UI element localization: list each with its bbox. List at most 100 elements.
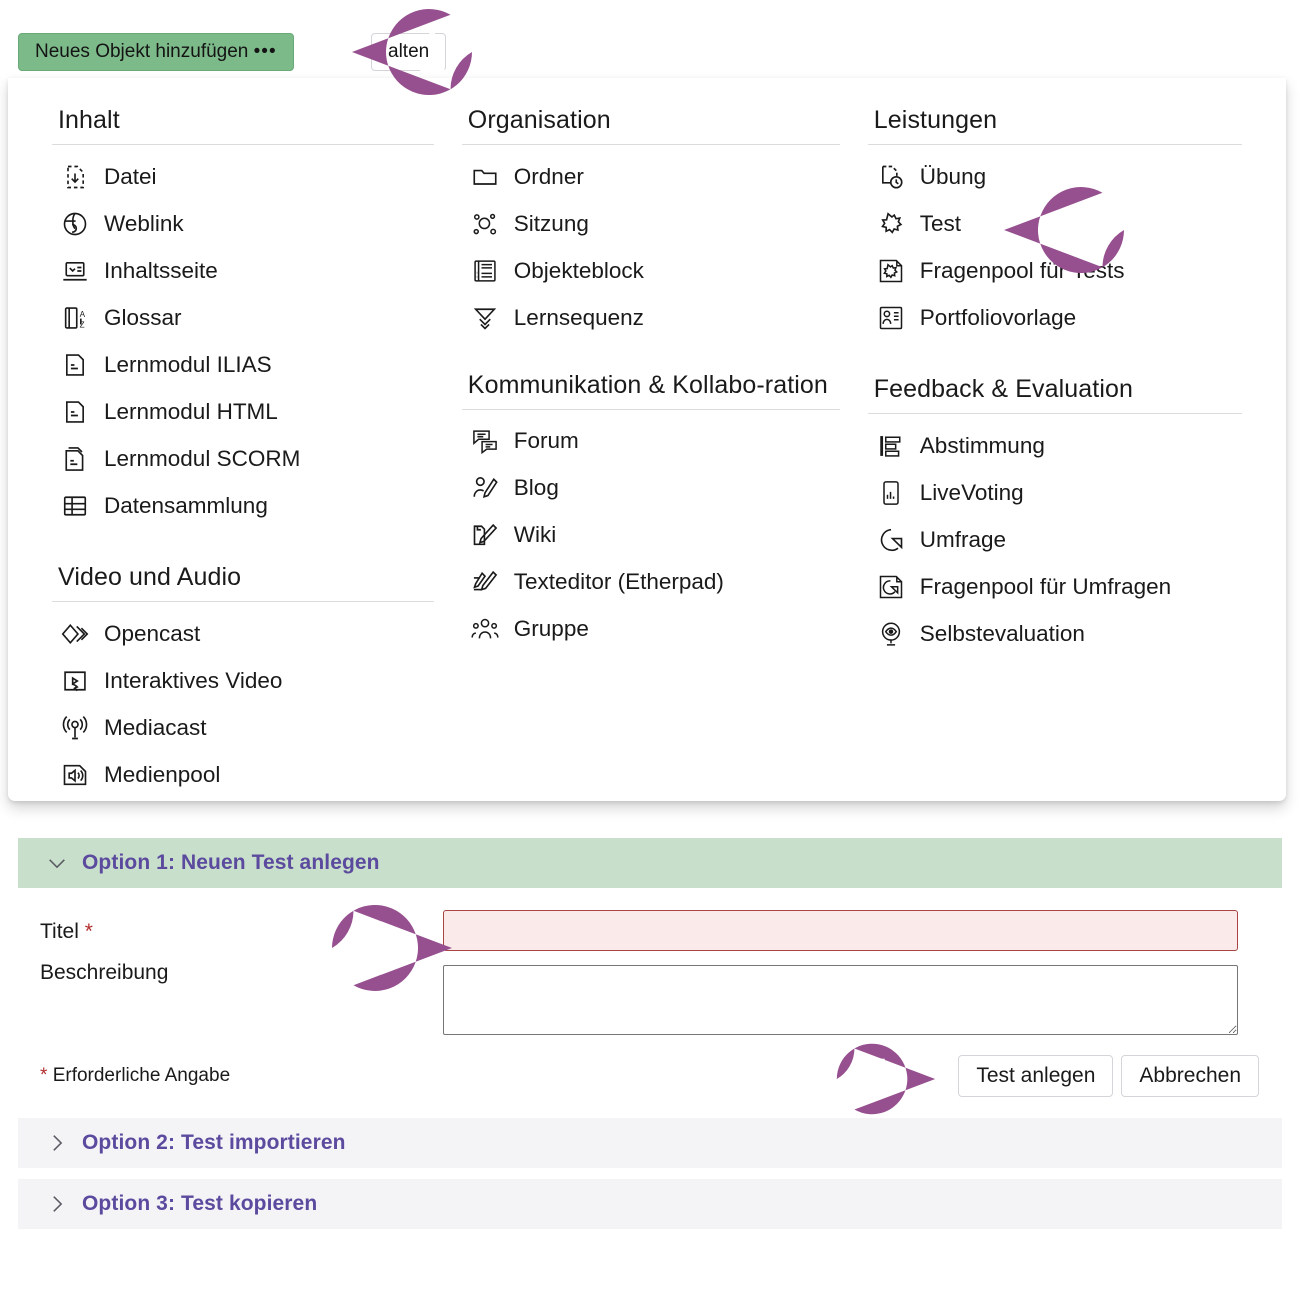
callout-2-number: 2 bbox=[1066, 198, 1098, 261]
menu-item-selbstevaluation[interactable]: Selbstevaluation bbox=[868, 610, 1242, 657]
section-title-video-und-audio: Video und Audio bbox=[58, 563, 242, 591]
menu-item-objekteblock[interactable]: Objekteblock bbox=[462, 247, 840, 294]
menu-item-label: LiveVoting bbox=[919, 479, 1024, 505]
title-row: Titel * bbox=[18, 910, 1282, 951]
section-divider bbox=[867, 144, 1242, 145]
menu-item-blog[interactable]: Blog bbox=[462, 465, 840, 512]
option3-header[interactable]: Option 3: Test kopieren bbox=[18, 1179, 1282, 1229]
learning-module-icon bbox=[60, 350, 90, 380]
chevron-right-icon bbox=[46, 1193, 68, 1215]
section-divider bbox=[52, 601, 434, 602]
menu-item-lernmodul-html[interactable]: Lernmodul HTML bbox=[52, 388, 434, 435]
object-block-icon bbox=[470, 256, 500, 286]
menu-item-label: Blog bbox=[513, 475, 559, 500]
required-asterisk: * bbox=[84, 920, 93, 943]
title-input[interactable] bbox=[443, 910, 1238, 951]
interactive-video-icon bbox=[60, 666, 90, 696]
menu-item-fragenpool-fuer-tests[interactable]: Fragenpool für Tests bbox=[868, 247, 1242, 294]
chevron-down-icon bbox=[46, 852, 68, 874]
title-label: Titel * bbox=[18, 910, 443, 944]
section-title-leistungen: Leistungen bbox=[873, 106, 998, 134]
file-download-icon bbox=[60, 162, 90, 192]
section-spacer bbox=[868, 341, 1242, 375]
callout-1: 1 bbox=[348, 2, 476, 102]
required-hint-asterisk: * bbox=[40, 1065, 48, 1086]
menu-item-label: Medienpool bbox=[104, 761, 221, 787]
section-title-kommunikation-kollaboration: Kommunikation & Kollabo-ration bbox=[467, 371, 828, 399]
section-spacer bbox=[52, 529, 434, 563]
spacer bbox=[0, 1107, 1300, 1118]
menu-item-lernsequenz[interactable]: Lernsequenz bbox=[462, 294, 840, 341]
menu-item-label: Glossar bbox=[104, 304, 182, 330]
menu-item-weblink[interactable]: Weblink bbox=[52, 200, 434, 247]
section-divider bbox=[867, 413, 1242, 414]
menu-item-label: Umfrage bbox=[919, 526, 1007, 552]
section-title-organisation: Organisation bbox=[467, 106, 611, 134]
menu-item-label: Lernmodul ILIAS bbox=[104, 351, 272, 377]
menu-item-medienpool[interactable]: Medienpool bbox=[52, 751, 434, 798]
option1-body: Titel * Beschreibung * Erforderliche Ang… bbox=[18, 888, 1282, 1107]
menu-item-label: Test bbox=[919, 210, 962, 236]
menu-item-mediacast[interactable]: Mediacast bbox=[52, 704, 434, 751]
test-puzzle-icon bbox=[876, 209, 906, 239]
menu-item-label: Gruppe bbox=[513, 616, 589, 641]
exercise-clock-icon bbox=[876, 162, 906, 192]
option1-header-label: Option 1: Neuen Test anlegen bbox=[82, 851, 380, 874]
menu-item-umfrage[interactable]: Umfrage bbox=[868, 516, 1242, 563]
menu-item-gruppe[interactable]: Gruppe bbox=[462, 606, 840, 653]
menu-item-livevoting[interactable]: LiveVoting bbox=[868, 469, 1242, 516]
add-new-object-button[interactable]: Neues Objekt hinzufügen ••• bbox=[18, 33, 294, 71]
menu-item-label: Opencast bbox=[104, 620, 201, 646]
menu-item-uebung[interactable]: Übung bbox=[868, 153, 1242, 200]
menu-item-label: Abstimmung bbox=[919, 432, 1045, 458]
menu-item-sitzung[interactable]: Sitzung bbox=[462, 200, 840, 247]
create-test-form: Option 1: Neuen Test anlegen Titel * Bes… bbox=[0, 838, 1300, 1229]
description-row: Beschreibung bbox=[18, 951, 1282, 1035]
menu-item-datensammlung[interactable]: Datensammlung bbox=[52, 482, 434, 529]
menu-item-label: Mediacast bbox=[104, 714, 207, 740]
menu-item-interaktives-video[interactable]: Interaktives Video bbox=[52, 657, 434, 704]
description-textarea[interactable] bbox=[443, 965, 1238, 1035]
spacer bbox=[0, 1168, 1300, 1179]
create-test-button[interactable]: Test anlegen bbox=[958, 1055, 1114, 1097]
menu-item-lernmodul-ilias[interactable]: Lernmodul ILIAS bbox=[52, 341, 434, 388]
required-hint: * Erforderliche Angabe bbox=[18, 1065, 230, 1087]
menu-item-test[interactable]: Test bbox=[868, 200, 1242, 247]
menu-item-inhaltsseite[interactable]: Inhaltsseite bbox=[52, 247, 434, 294]
wiki-icon bbox=[470, 520, 500, 550]
folder-icon bbox=[470, 162, 500, 192]
menu-item-opencast[interactable]: Opencast bbox=[52, 610, 434, 657]
option1-header[interactable]: Option 1: Neuen Test anlegen bbox=[18, 838, 1282, 888]
menu-item-label: Objekteblock bbox=[513, 257, 644, 283]
question-pool-test-icon bbox=[876, 256, 906, 286]
menu-item-abstimmung[interactable]: Abstimmung bbox=[868, 422, 1242, 469]
menu-item-portfoliovorlage[interactable]: Portfoliovorlage bbox=[868, 294, 1242, 341]
menu-item-lernmodul-scorm[interactable]: Lernmodul SCORM bbox=[52, 435, 434, 482]
menu-item-ordner[interactable]: Ordner bbox=[462, 153, 840, 200]
menu-item-label: Forum bbox=[513, 428, 579, 453]
poll-bars-icon bbox=[876, 431, 906, 461]
title-label-text: Titel bbox=[40, 920, 79, 943]
option2-header[interactable]: Option 2: Test importieren bbox=[18, 1118, 1282, 1168]
required-hint-text: Erforderliche Angabe bbox=[52, 1065, 231, 1086]
session-icon bbox=[470, 209, 500, 239]
menu-item-label: Fragenpool für Umfragen bbox=[919, 573, 1172, 599]
menu-item-forum[interactable]: Forum bbox=[462, 418, 840, 465]
menu-item-wiki[interactable]: Wiki bbox=[462, 512, 840, 559]
menu-item-fragenpool-fuer-umfragen[interactable]: Fragenpool für Umfragen bbox=[868, 563, 1242, 610]
cancel-button[interactable]: Abbrechen bbox=[1121, 1055, 1259, 1097]
section-spacer bbox=[462, 341, 840, 371]
form-buttons: Test anlegen Abbrechen bbox=[958, 1055, 1282, 1097]
menu-item-texteditor-etherpad[interactable]: Texteditor (Etherpad) bbox=[462, 559, 840, 606]
globe-link-icon bbox=[60, 209, 90, 239]
data-collection-icon bbox=[60, 491, 90, 521]
menu-item-label: Texteditor (Etherpad) bbox=[513, 569, 724, 594]
self-evaluation-icon bbox=[876, 619, 906, 649]
menu-item-datei[interactable]: Datei bbox=[52, 153, 434, 200]
live-voting-icon bbox=[876, 478, 906, 508]
survey-pie-icon bbox=[876, 525, 906, 555]
